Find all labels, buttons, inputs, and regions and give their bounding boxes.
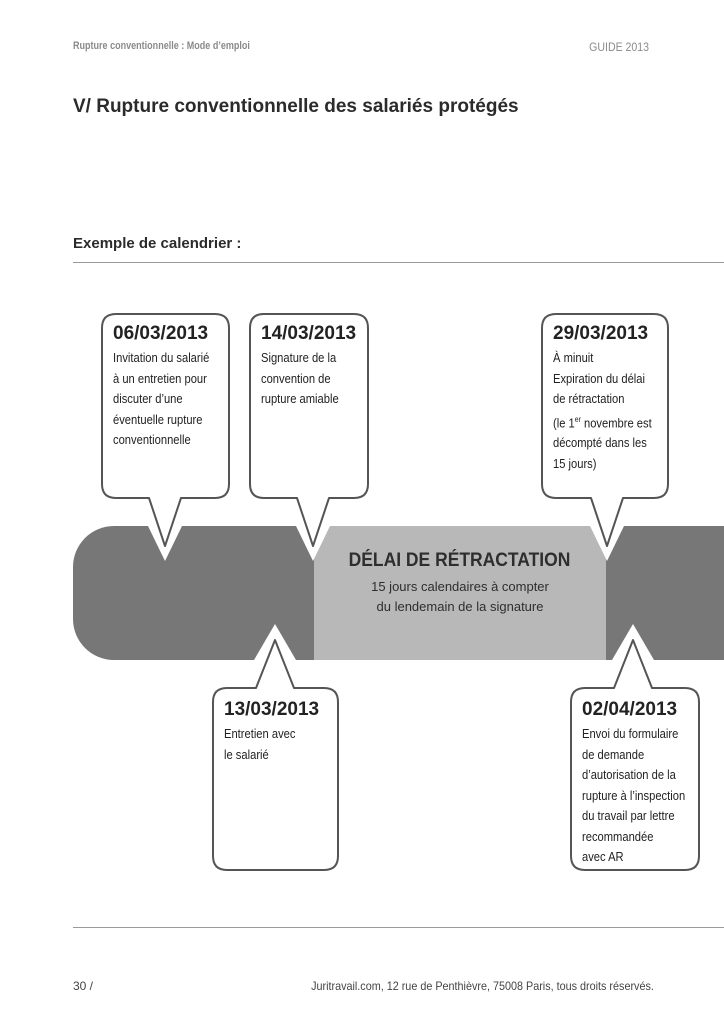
timeline-band-delay [314,526,606,660]
page-number: 30 / [73,979,94,993]
event-date: 06/03/2013 [113,323,209,344]
running-header-guide: GUIDE 2013 [589,40,649,54]
calendar-subtitle: Exemple de calendrier : [73,235,242,252]
event-date: 02/04/2013 [582,699,678,720]
event-29-03: 29/03/2013 À minuit Expiration du délai … [553,323,671,474]
timeline-band-right [606,526,724,660]
timeline-band-left [73,526,314,660]
bubble-06-03 [101,313,230,547]
event-date: 13/03/2013 [224,699,320,720]
footer-copyright: Juritravail.com, 12 rue de Penthièvre, 7… [311,979,654,993]
event-date: 29/03/2013 [553,323,649,344]
bubble-29-03 [541,313,669,547]
event-14-03: 14/03/2013 Signature de la convention de… [261,323,379,410]
delay-title: DÉLAI DE RÉTRACTATION [349,550,571,571]
delay-description: 15 jours calendaires à compter du lendem… [371,579,549,614]
event-description: Signature de la convention de rupture am… [261,350,339,406]
event-description: Invitation du salarié à un entretien pou… [113,350,210,447]
event-06-03: 06/03/2013 Invitation du salarié à un en… [113,323,231,451]
bubble-13-03 [212,639,339,871]
event-13-03: 13/03/2013 Entretien avec le salarié [224,699,342,765]
section-title: V/ Rupture conventionnelle des salariés … [73,96,519,117]
event-date: 14/03/2013 [261,323,357,344]
running-header-title: Rupture conventionnelle : Mode d’emploi [73,40,250,52]
event-02-04: 02/04/2013 Envoi du formulaire de demand… [582,699,700,868]
event-description: Entretien avec le salarié [224,726,296,762]
bubble-02-04 [570,639,700,871]
subtitle-divider [73,262,724,263]
bubble-14-03 [249,313,369,547]
event-description: Envoi du formulaire de demande d’autoris… [582,726,686,864]
event-description: À minuit Expiration du délai de rétracta… [553,350,652,471]
footer-divider [73,927,724,928]
